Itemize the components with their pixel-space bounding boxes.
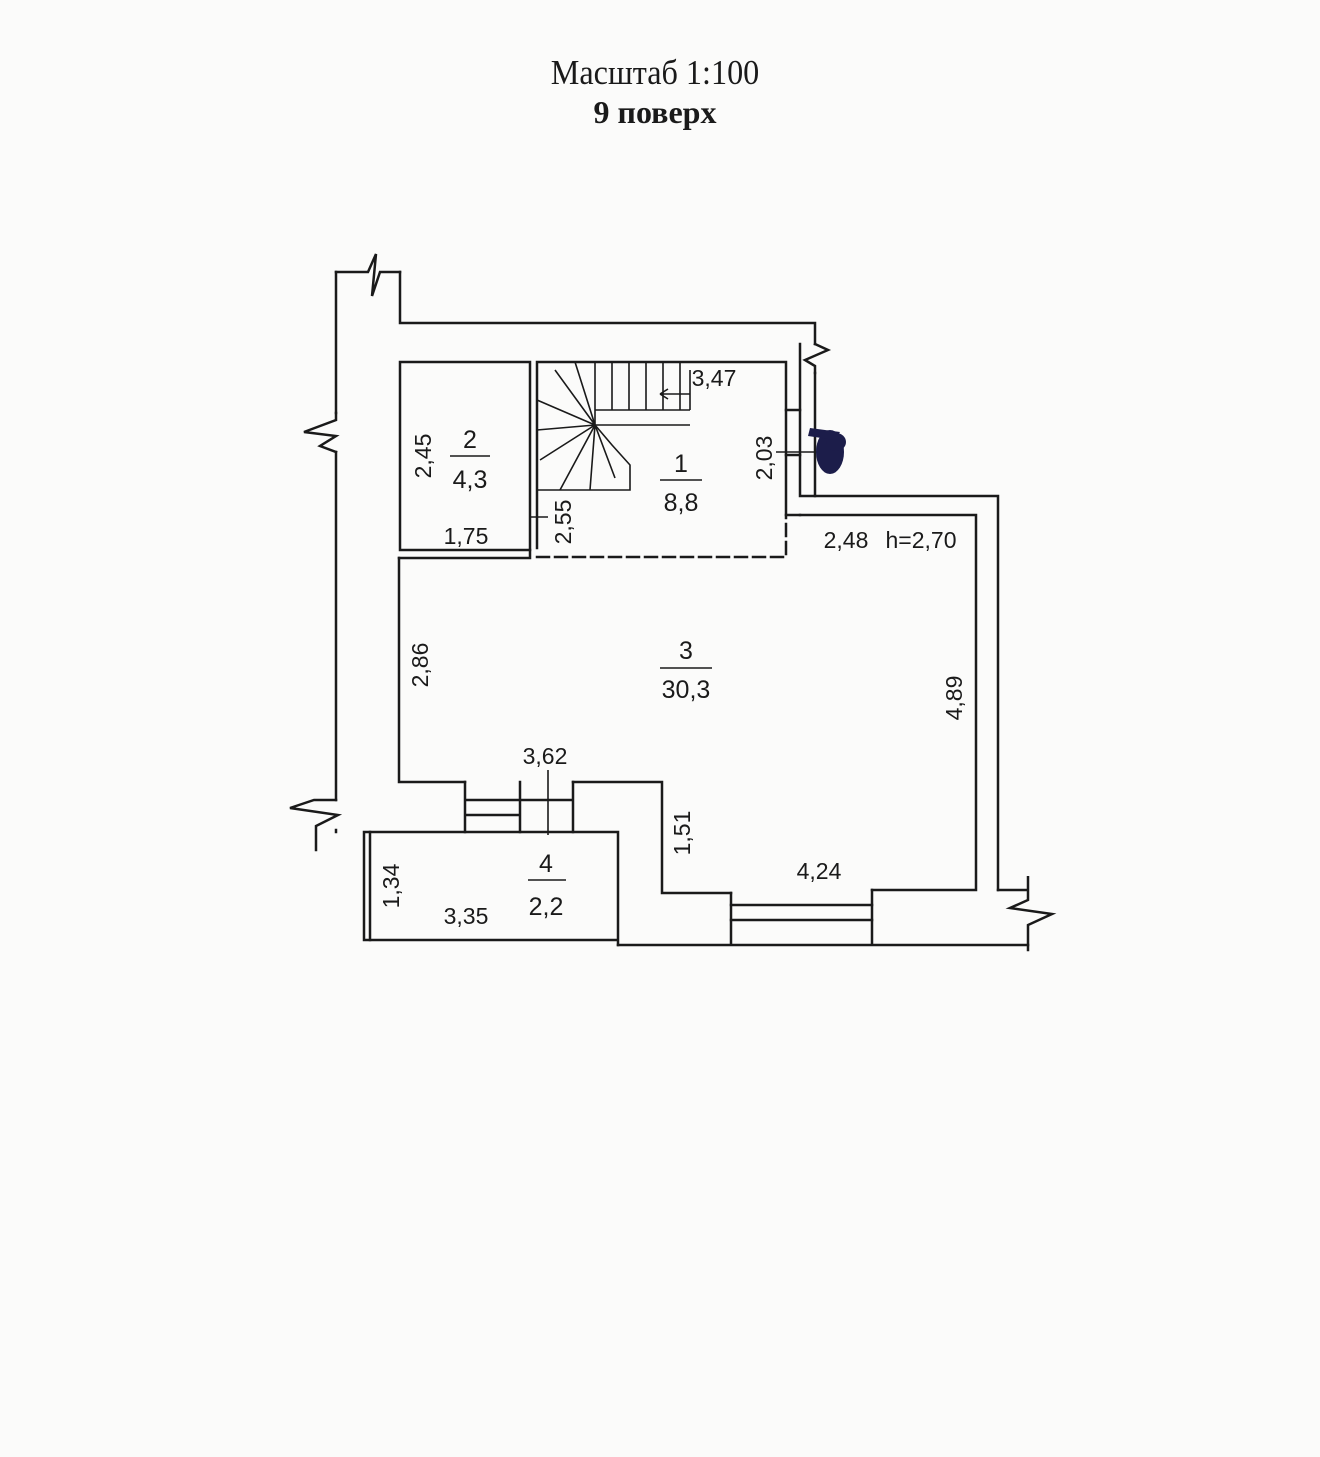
dim-room2-width: 1,75 (444, 523, 489, 549)
dim-room4-width: 3,35 (444, 903, 489, 929)
ceiling-height: h=2,70 (886, 527, 957, 553)
outer-wall-top (334, 270, 817, 415)
wall-break-right (996, 876, 1057, 952)
floor-title: 9 поверх (593, 94, 717, 130)
room-1-divider-dashed (535, 513, 788, 559)
room-number: 3 (679, 637, 693, 665)
room-4-outline (362, 830, 620, 947)
drawing-header: Масштаб 1:100 9 поверх (0, 52, 1310, 130)
wall-break-top-right (802, 342, 832, 375)
right-wall-upper (798, 342, 817, 498)
room-2-label: 2 4,3 (450, 426, 490, 494)
dim-room4-height: 1,34 (378, 863, 404, 908)
room-4-label: 4 2,2 (528, 850, 566, 921)
dim-room3-bottom: 3,62 (523, 743, 568, 769)
room-area: 8,8 (664, 489, 699, 517)
room-area: 30,3 (662, 676, 711, 704)
dim-room3-top-right: 2,48 (824, 527, 869, 553)
steps-bottom (729, 903, 874, 922)
wall-break-left-upper (303, 411, 340, 454)
dim-stair-side: 2,55 (550, 500, 576, 545)
wall-break-left-lower (289, 798, 343, 852)
bottom-wall (616, 888, 1030, 947)
dim-room3-bottom-right: 4,24 (797, 858, 842, 884)
room-area: 4,3 (453, 466, 488, 494)
dim-room3-left: 2,86 (407, 643, 433, 688)
room-3-label: 3 30,3 (660, 637, 712, 704)
ink-mark (808, 428, 846, 474)
staircase (536, 361, 691, 491)
right-wall (798, 494, 1000, 892)
room-2-outline (398, 360, 532, 552)
wall-break-top (334, 253, 402, 297)
room-3-top (397, 548, 532, 560)
dim-room3-right: 4,89 (941, 676, 967, 721)
dim-stair-width: 3,47 (692, 365, 737, 391)
steps-room4 (463, 780, 575, 834)
room-number: 2 (463, 426, 477, 454)
dim-step-height: 1,51 (669, 811, 695, 856)
scale-title: Масштаб 1:100 (550, 53, 760, 92)
room-1-label: 1 8,8 (660, 450, 702, 517)
room-number: 4 (539, 850, 553, 878)
right-wall-upper-line (784, 408, 802, 457)
dim-room2-height: 2,45 (410, 434, 436, 479)
inner-wall-left (397, 556, 733, 895)
room-area: 2,2 (529, 893, 564, 921)
dim-stair-depth: 2,03 (751, 436, 777, 481)
room-number: 1 (674, 450, 688, 478)
